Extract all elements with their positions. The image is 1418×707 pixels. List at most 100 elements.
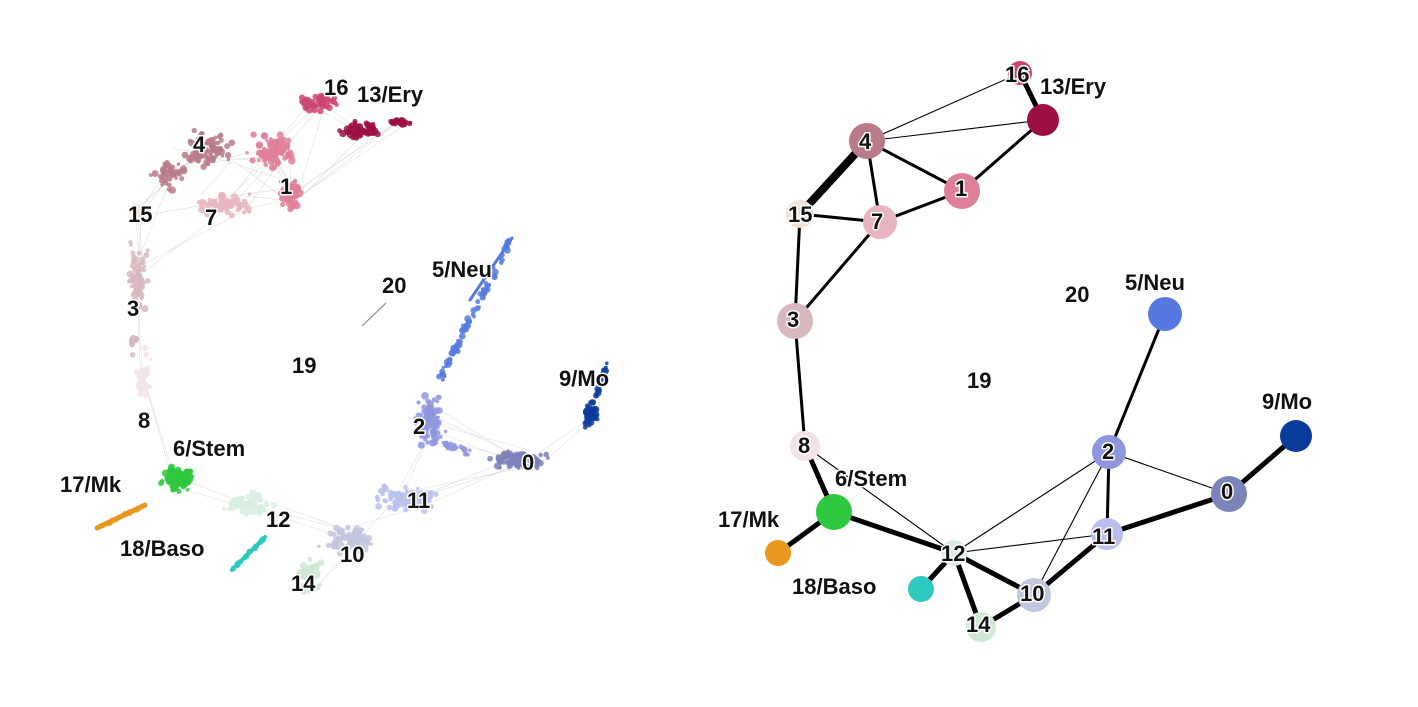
embedding-cell-dot [253, 543, 259, 550]
embedding-cell-dot [163, 173, 167, 177]
embedding-edge [295, 100, 327, 200]
embedding-cell-dot [281, 148, 287, 154]
embedding-cell-dot [276, 131, 284, 139]
embedding-label-11: 11 [407, 488, 430, 513]
embedding-cell-dot [423, 415, 428, 420]
embedding-cell-dot [166, 187, 172, 192]
embedding-cell-dot [230, 193, 239, 201]
embedding-cell-dot [246, 548, 253, 555]
graph-label-12: 12 [941, 541, 965, 566]
embedding-cell-dot [196, 145, 202, 151]
embedding-cell-dot [505, 239, 511, 245]
embedding-cell-dot [136, 290, 144, 298]
graph-label-19: 19 [967, 368, 991, 393]
embedding-cell-dot [260, 132, 268, 140]
embedding-cell-dot [118, 513, 124, 519]
embedding-cell-dot [300, 561, 308, 570]
embedding-cell-dot [228, 139, 236, 147]
embedding-cell-dot [430, 413, 435, 418]
embedding-cell-dot [404, 488, 409, 493]
embedding-cell-dot [409, 491, 414, 496]
embedding-cell-dot [277, 190, 284, 197]
graph-edge-2-0 [1108, 451, 1230, 495]
embedding-edge [406, 466, 526, 493]
graph-node-12 [941, 540, 967, 566]
graph-node-15 [786, 200, 814, 228]
embedding-cell-dot [351, 533, 355, 537]
embedding-cell-dot [147, 384, 152, 390]
embedding-cell-dot [304, 104, 311, 110]
embedding-cell-dot [433, 425, 438, 430]
embedding-cell-dot [256, 142, 263, 149]
graph-label-0: 0 [1221, 479, 1233, 504]
embedding-cell-dot [317, 107, 324, 115]
embedding-cell-dot [141, 379, 147, 385]
embedding-cell-dot [148, 357, 153, 362]
embedding-cell-dot [141, 305, 149, 313]
embedding-cell-dot [245, 150, 249, 155]
embedding-cell-dot [137, 370, 143, 377]
embedding-cell-dot [138, 388, 145, 394]
graph-label-7: 7 [871, 209, 883, 234]
embedding-cell-dot [262, 508, 267, 513]
embedding-cell-dot [433, 435, 440, 442]
embedding-cell-dot [241, 210, 246, 215]
embedding-cell-dot [497, 458, 503, 463]
embedding-cell-dot [263, 501, 269, 507]
graph-node-4 [849, 123, 885, 159]
embedding-cell-dot [404, 498, 409, 503]
embedding-cell-dot [499, 252, 505, 258]
embedding-cell-dot [231, 567, 236, 572]
embedding-cell-dot [129, 352, 136, 358]
embedding-cell-dot [586, 412, 593, 419]
embedding-cell-dot [395, 495, 404, 503]
embedding-cell-dot [208, 152, 213, 158]
embedding-cell-dot [318, 582, 323, 587]
embedding-cell-dot [199, 198, 206, 205]
embedding-cell-dot [356, 130, 361, 136]
embedding-cell-dot [312, 563, 320, 571]
embedding-cell-dot [336, 550, 343, 557]
embedding-cell-dot [136, 250, 142, 256]
embedding-cell-dot [136, 380, 143, 387]
embedding-cell-dot [135, 268, 140, 273]
embedding-cell-dot [427, 405, 435, 413]
embedding-cell-dot [538, 452, 543, 458]
embedding-cell-dot [213, 135, 218, 140]
embedding-cell-dot [275, 159, 282, 166]
embedding-cell-dot [403, 507, 409, 513]
embedding-cell-dot [374, 494, 380, 500]
embedding-cell-dot [456, 339, 460, 343]
embedding-cell-dot [300, 582, 307, 590]
embedding-cell-dot [139, 280, 144, 285]
embedding-edge [447, 427, 531, 451]
embedding-cell-dot [180, 472, 185, 477]
embedding-cell-dot [333, 524, 341, 532]
embedding-label-16: 16 [324, 75, 348, 100]
embedding-cell-dot [365, 534, 373, 542]
embedding-cell-dot [245, 494, 250, 500]
embedding-cell-dot [591, 400, 596, 405]
embedding-cell-dot [364, 540, 370, 546]
embedding-label-15: 15 [128, 202, 152, 227]
graph-label-14: 14 [966, 612, 991, 637]
embedding-cell-dot [349, 538, 355, 545]
embedding-cell-dot [215, 140, 221, 146]
embedding-cell-dot [224, 209, 231, 215]
embedding-cell-dot [142, 264, 147, 269]
embedding-cell-dot [208, 142, 215, 149]
embedding-cell-dot [255, 151, 260, 156]
embedding-cell-dot [425, 440, 430, 445]
embedding-cell-dot [183, 474, 189, 480]
embedding-cell-dot [130, 298, 135, 302]
embedding-cell-dot [448, 441, 454, 447]
embedding-cell-dot [598, 382, 603, 387]
embedding-cell-dot [487, 282, 492, 287]
embedding-label-9: 9/Mo [559, 366, 609, 391]
embedding-cell-dot [164, 472, 172, 481]
embedding-cell-dot [225, 200, 232, 207]
embedding-cell-dot [261, 153, 268, 159]
embedding-cell-dot [594, 413, 600, 418]
embedding-cell-dot [279, 152, 283, 156]
embedding-cell-dot [285, 142, 291, 147]
